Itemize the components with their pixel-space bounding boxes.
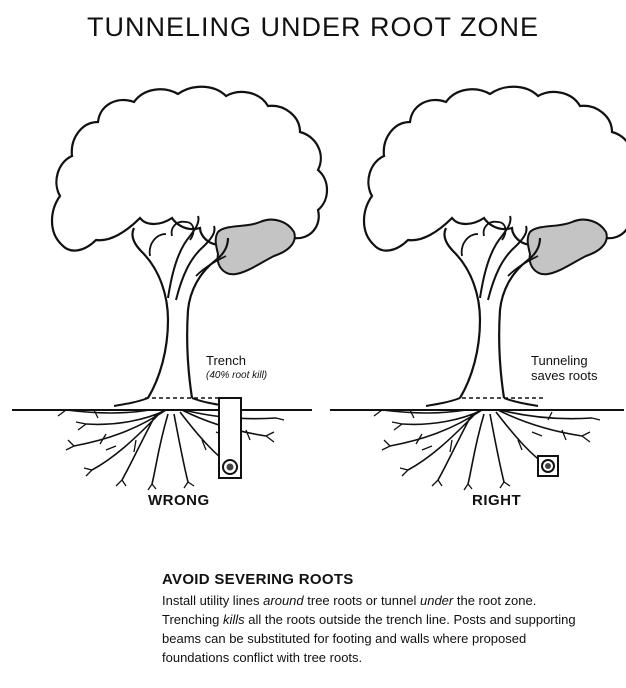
right-label: RIGHT <box>472 492 521 509</box>
trench-root-kill: (40% root kill) <box>206 368 267 383</box>
caption: AVOID SEVERING ROOTS Install utility lin… <box>162 571 582 667</box>
trench-annotation: Trench (40% root kill) <box>206 353 267 383</box>
wrong-label: WRONG <box>148 492 210 509</box>
caption-heading: AVOID SEVERING ROOTS <box>162 571 582 588</box>
caption-body: Install utility lines around tree roots … <box>162 591 582 667</box>
caption-body-emphasis: around <box>263 593 303 608</box>
diagram <box>0 0 626 560</box>
caption-body-emphasis: kills <box>223 612 245 627</box>
wrong-tree <box>12 87 327 490</box>
caption-body-segment: tree roots or tunnel <box>304 593 420 608</box>
caption-body-emphasis: under <box>420 593 453 608</box>
utility-pipe-core-left <box>227 464 234 471</box>
utility-pipe-core-right <box>545 463 551 469</box>
trench-label: Trench <box>206 353 246 368</box>
caption-body-segment: Install utility lines <box>162 593 263 608</box>
tunneling-annotation: Tunneling saves roots <box>531 353 597 383</box>
tunneling-label-line1: Tunneling <box>531 353 597 368</box>
right-tree <box>330 87 626 490</box>
tunneling-label-line2: saves roots <box>531 368 597 383</box>
